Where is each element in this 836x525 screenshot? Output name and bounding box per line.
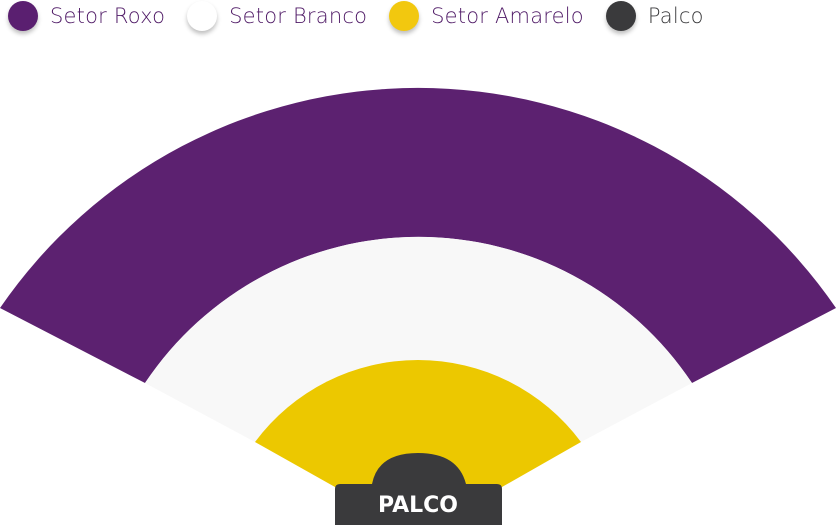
legend: Setor Roxo Setor Branco Setor Amarelo Pa…	[8, 0, 726, 32]
white-dot-icon	[187, 1, 218, 31]
legend-item-setor-amarelo[interactable]: Setor Amarelo	[389, 1, 584, 31]
legend-item-setor-branco[interactable]: Setor Branco	[187, 1, 367, 31]
stage-label: PALCO	[378, 493, 458, 518]
stage[interactable]	[335, 453, 502, 525]
legend-label: Setor Amarelo	[431, 4, 584, 28]
legend-label: Setor Branco	[229, 4, 368, 28]
legend-item-palco[interactable]: Palco	[605, 1, 704, 31]
legend-item-setor-roxo[interactable]: Setor Roxo	[8, 1, 165, 31]
sector-setor-branco[interactable]	[145, 236, 692, 442]
yellow-dot-icon	[389, 1, 420, 31]
dark-dot-icon	[605, 1, 636, 31]
sector-setor-roxo[interactable]	[0, 87, 836, 383]
sector-setor-amarelo[interactable]	[255, 359, 581, 487]
legend-label: Setor Roxo	[50, 4, 166, 28]
legend-label: Palco	[647, 4, 704, 28]
purple-dot-icon	[8, 1, 38, 31]
